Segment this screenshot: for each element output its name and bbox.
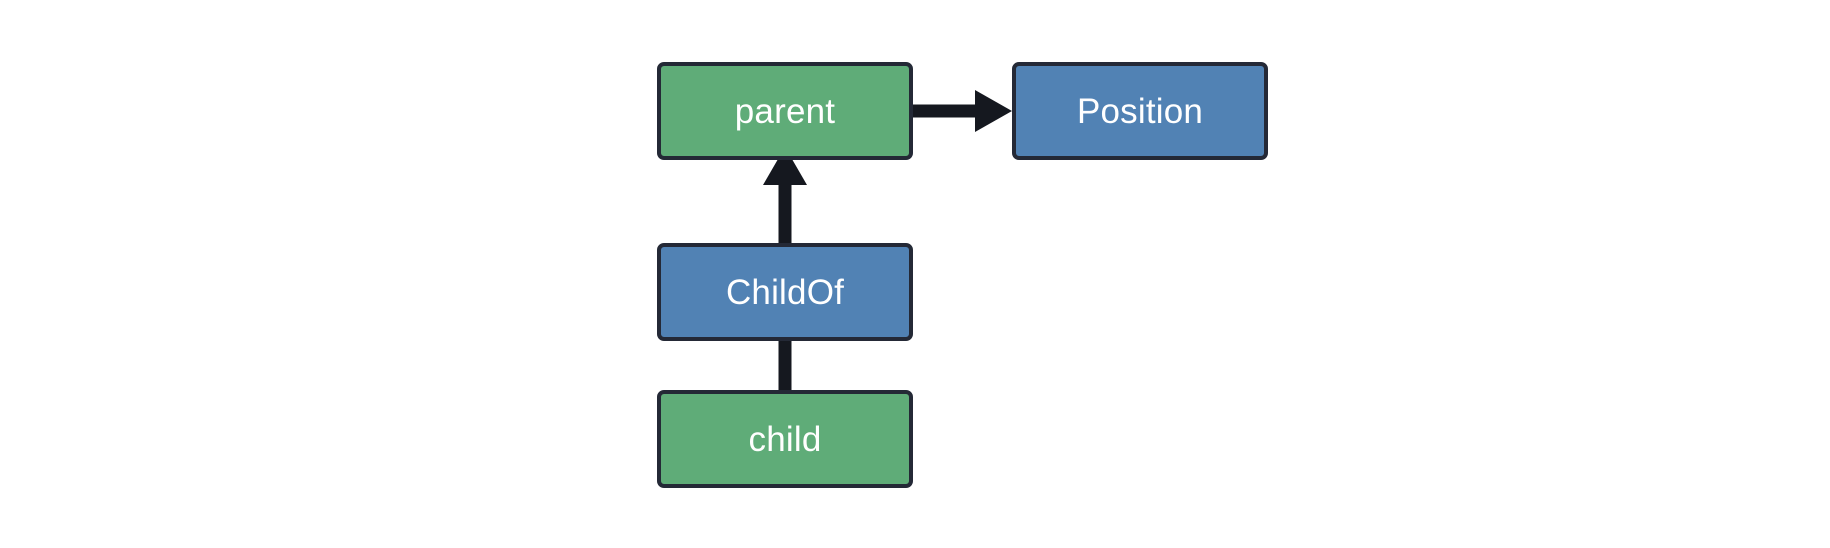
node-childof[interactable]: ChildOf [657, 243, 913, 341]
node-child-label: child [748, 419, 822, 459]
node-parent-label: parent [734, 91, 836, 131]
edge-parent-to-position [913, 90, 1012, 132]
node-parent[interactable]: parent [657, 62, 913, 160]
node-child[interactable]: child [657, 390, 913, 488]
node-position[interactable]: Position [1012, 62, 1268, 160]
node-position-label: Position [1076, 91, 1204, 131]
edge-childof-to-parent [763, 147, 807, 243]
node-childof-label: ChildOf [725, 272, 845, 312]
arrowhead-right-icon [975, 90, 1012, 132]
